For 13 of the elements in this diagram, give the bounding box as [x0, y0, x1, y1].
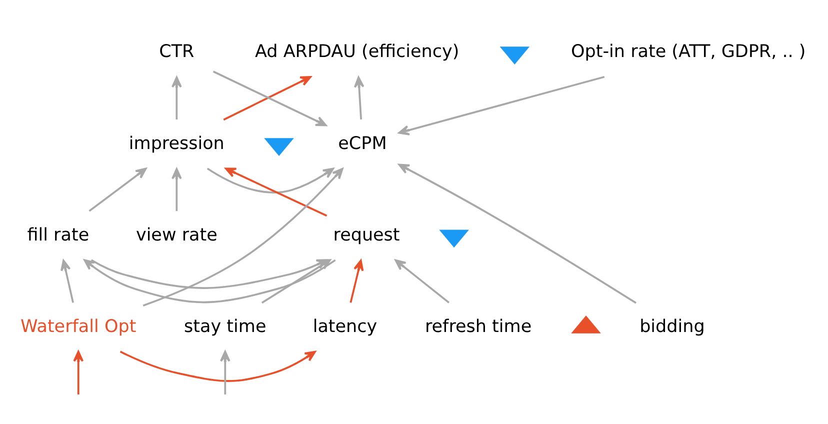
node-text: fill rate: [27, 225, 90, 246]
node-text: stay time: [184, 316, 266, 337]
node-text: refresh time: [424, 316, 532, 337]
node-text: CTR: [159, 42, 194, 62]
node-text: impression: [128, 134, 224, 154]
node-text: latency: [312, 316, 378, 337]
node-text: Ad ARPDAU (efficiency): [255, 42, 460, 62]
node-text: request: [333, 225, 400, 246]
node-text: view rate: [136, 225, 218, 246]
node-text: Waterfall Opt: [20, 316, 136, 337]
node-text: Opt-in rate (ATT, GDPR, .. ): [571, 42, 806, 62]
node-text: bidding: [640, 316, 705, 337]
node-text: eCPM: [338, 134, 387, 154]
